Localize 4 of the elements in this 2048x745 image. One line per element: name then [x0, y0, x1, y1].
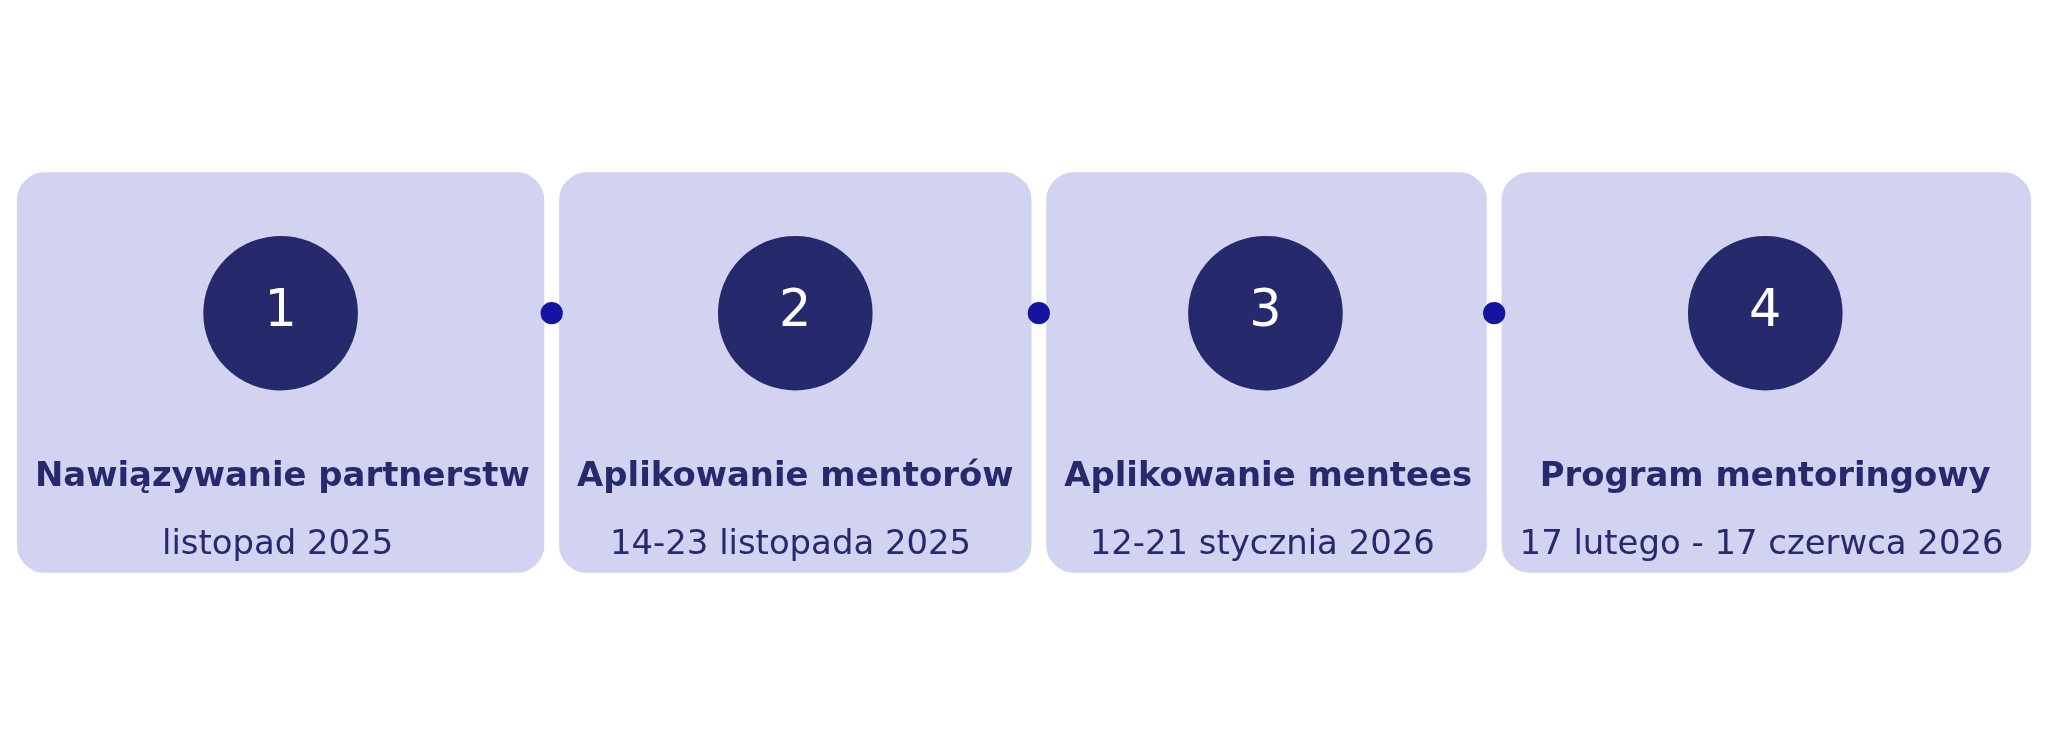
node-circle: 1	[203, 235, 358, 391]
node-circle: 2	[717, 235, 873, 391]
node-circle: 4	[1687, 235, 1843, 391]
node-circle: 3	[1188, 235, 1343, 391]
